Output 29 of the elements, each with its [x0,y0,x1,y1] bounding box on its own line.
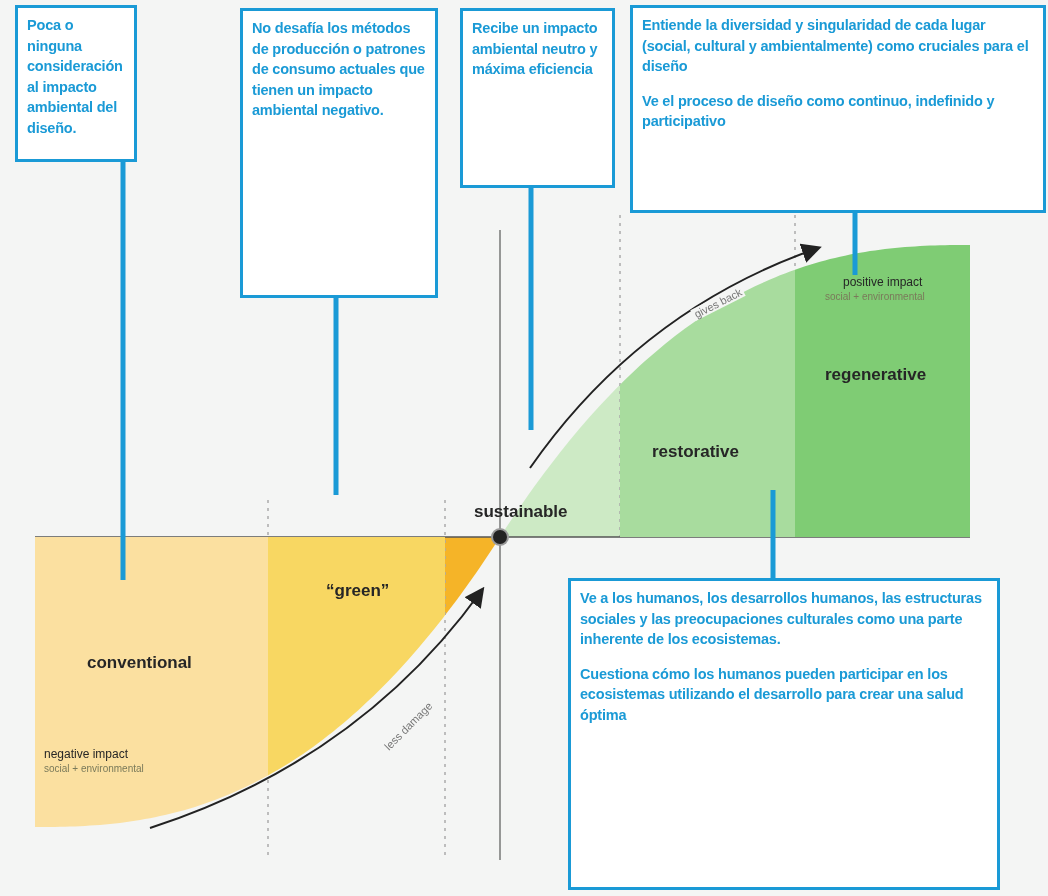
callout-text: Ve a los humanos, los desarrollos humanos, las estructuras sociales y las preocupaciones culturales como una parte inherente de los ecosistemas. [580,589,983,649]
leader-line [333,298,339,495]
callout-text: Cuestiona cómo los humanos pueden participar en los ecosistemas utilizando el desarrollo para crear una salud óptima [580,664,965,725]
region-label: sustainable [474,502,568,522]
region-note: social + environmental [44,763,144,774]
region-note: social + environmental [825,291,925,302]
leader-line [528,188,534,430]
leader-line [852,213,858,275]
chart-region [35,537,268,829]
callout-text: No desafía los métodos de producción o patrones de consumo actuales que tienen un impacto ambiental negativo. [252,19,426,120]
callout-box [460,8,615,188]
callout-box [240,8,438,298]
region-label: conventional [87,653,192,673]
region-note: negative impact [44,747,129,761]
callout-text: Ve el proceso de diseño como continuo, indefinido y participativo [642,91,996,131]
region-label: regenerative [825,365,927,385]
callout-box [15,5,137,162]
callout-box [630,5,1046,213]
chart-region [795,245,970,537]
region-note: positive impact [843,275,923,289]
leader-line [120,162,126,580]
region-label: restorative [652,442,739,462]
callout-text: Entiende la diversidad y singularidad de cada lugar (social, cultural y ambientalmente) como cruciales para el diseño [642,16,1030,76]
leader-line [770,490,776,578]
region-label: “green” [326,581,390,601]
callout-text: Poca o ninguna consideración al impacto ambiental del diseño. [27,16,124,138]
callout-box [568,578,1000,890]
chart-region [620,270,795,537]
callout-text: Recibe un impacto ambiental neutro y máxima eficiencia [472,19,599,79]
